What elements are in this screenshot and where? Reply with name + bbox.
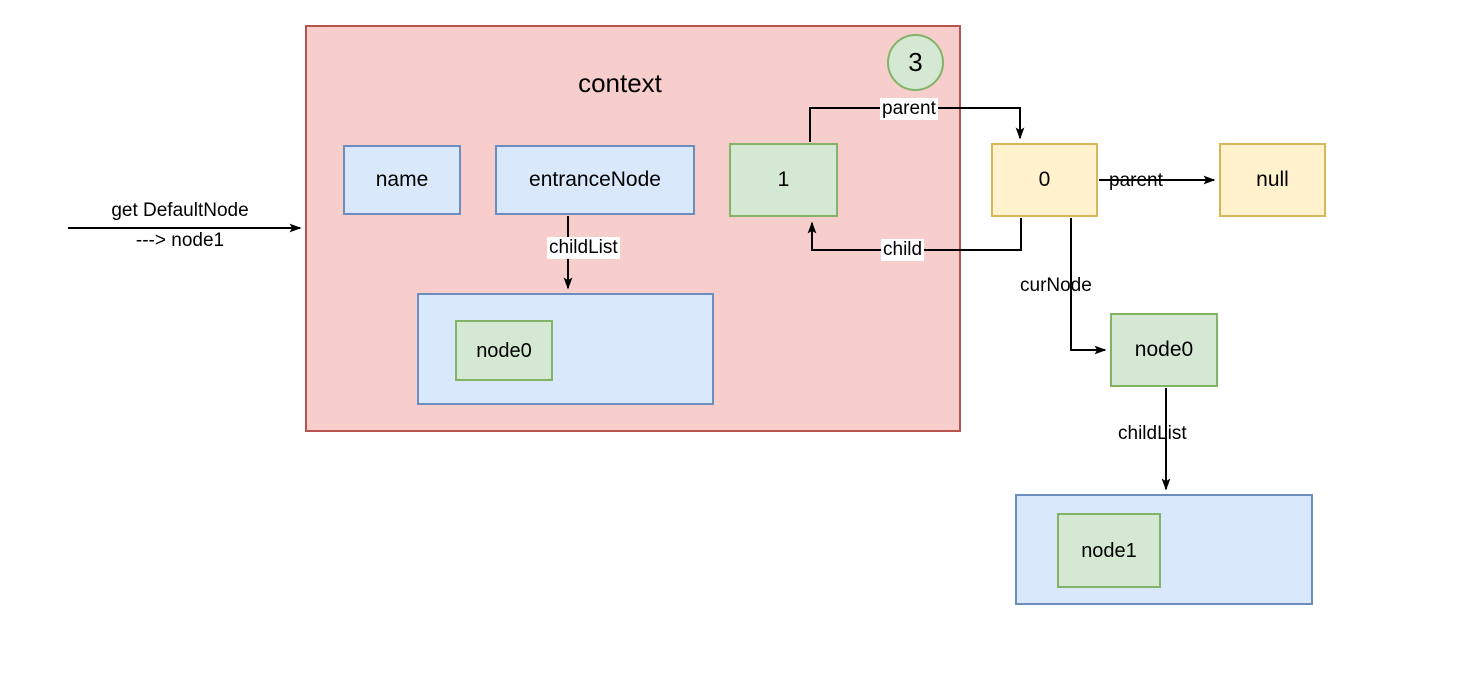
parent-null-box: null xyxy=(1219,143,1326,217)
edge-label-right-childlist: childList xyxy=(1118,423,1187,444)
edge-label-child: child xyxy=(881,239,925,261)
context-child-list-item-node0: node0 xyxy=(455,320,553,381)
step-badge: 3 xyxy=(887,34,944,91)
field-name: name xyxy=(343,145,461,215)
edge-label-context-childlist: childList xyxy=(547,237,620,259)
entry-label-line2: ---> node1 xyxy=(135,230,225,251)
entry-label-line1: get DefaultNode xyxy=(111,200,249,221)
edge-label-parent: parent xyxy=(880,98,938,120)
stack-frame-0: 0 xyxy=(991,143,1098,217)
stack-frame-1: 1 xyxy=(729,143,838,217)
context-title: context xyxy=(578,68,662,98)
edge-label-parent-null: parent xyxy=(1109,170,1163,191)
edge-label-curnode: curNode xyxy=(1020,275,1092,296)
field-entrance-node: entranceNode xyxy=(495,145,695,215)
cur-node-box: node0 xyxy=(1110,313,1218,387)
right-child-list-item-node1: node1 xyxy=(1057,513,1161,588)
